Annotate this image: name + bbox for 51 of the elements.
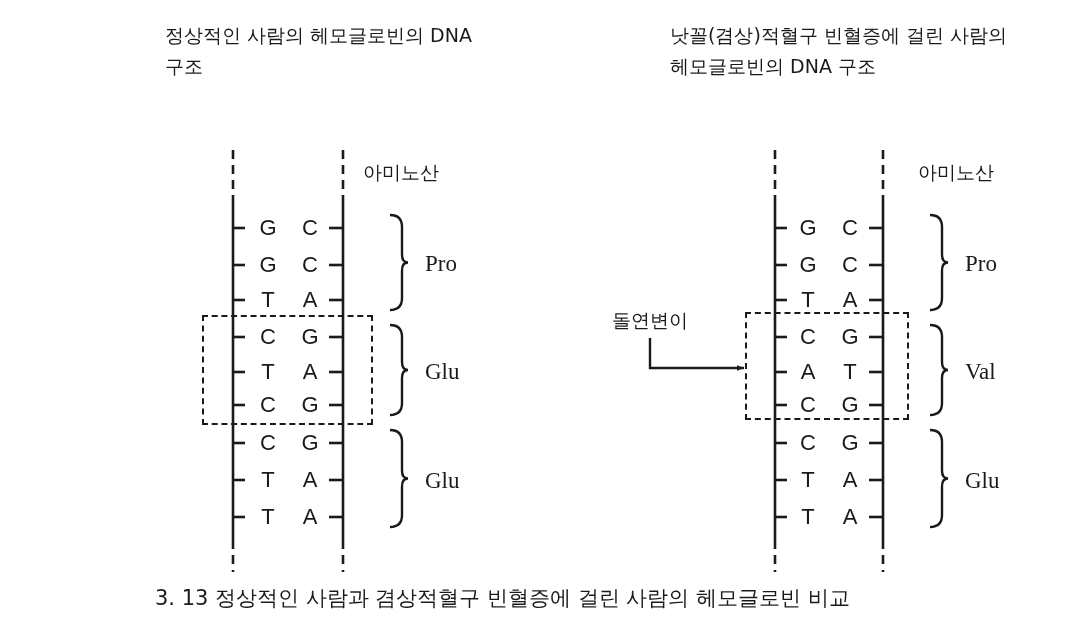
base-letter: T (261, 505, 275, 529)
heading: 정상적인 사람의 헤모글로빈의 DNA 구조 (165, 23, 473, 79)
column-heading: 아미노산 (918, 160, 994, 185)
base-letter: G (301, 393, 319, 417)
base-letter: C (260, 325, 276, 349)
amino-acid-label: Glu (425, 468, 460, 494)
base-letter: T (801, 468, 815, 492)
amino-acid-label: Pro (965, 251, 997, 277)
arrow (648, 338, 744, 371)
base-letter: G (841, 393, 859, 417)
amino-acid-label: Glu (965, 468, 1000, 494)
column-heading: 아미노산 (363, 160, 439, 185)
base-letter: C (842, 216, 858, 240)
base-letter: G (259, 253, 277, 277)
base-letter: G (841, 325, 859, 349)
base-letter: C (842, 253, 858, 277)
base-letter: C (302, 253, 318, 277)
base-letter: A (842, 288, 858, 312)
base-letter: A (302, 468, 318, 492)
base-letter: G (799, 216, 817, 240)
base-letter: G (301, 431, 319, 455)
base-letter: C (260, 393, 276, 417)
base-letter: T (261, 288, 275, 312)
base-letter: G (799, 253, 817, 277)
base-letter: C (800, 431, 816, 455)
base-letter: G (301, 325, 319, 349)
base-letter: A (302, 360, 318, 384)
base-letter: T (261, 468, 275, 492)
base-letter: C (302, 216, 318, 240)
base-letter: T (801, 288, 815, 312)
base-letter: G (259, 216, 277, 240)
amino-acid-label: Glu (425, 359, 460, 385)
base-letter: C (800, 325, 816, 349)
heading: 낫꼴(겸상)적혈구 빈혈증에 걸린 사람의 헤모글로빈의 DNA 구조 (670, 23, 1008, 79)
caption: 3. 13 정상적인 사람과 겸상적혈구 빈혈증에 걸린 사람의 헤모글로빈 비교 (155, 585, 850, 612)
base-letter: G (841, 431, 859, 455)
base-letter: A (302, 505, 318, 529)
annotation-text: 돌연변이 (612, 308, 688, 334)
base-letter: T (843, 360, 857, 384)
base-letter: C (260, 431, 276, 455)
base-letter: C (800, 393, 816, 417)
base-letter: T (801, 505, 815, 529)
base-letter: A (800, 360, 816, 384)
base-letter: A (842, 505, 858, 529)
base-letter: T (261, 360, 275, 384)
base-letter: A (302, 288, 318, 312)
amino-acid-label: Val (965, 359, 996, 385)
mutation-region-box (745, 312, 909, 420)
amino-acid-label: Pro (425, 251, 457, 277)
mutation-region-box (202, 315, 373, 425)
base-letter: A (842, 468, 858, 492)
